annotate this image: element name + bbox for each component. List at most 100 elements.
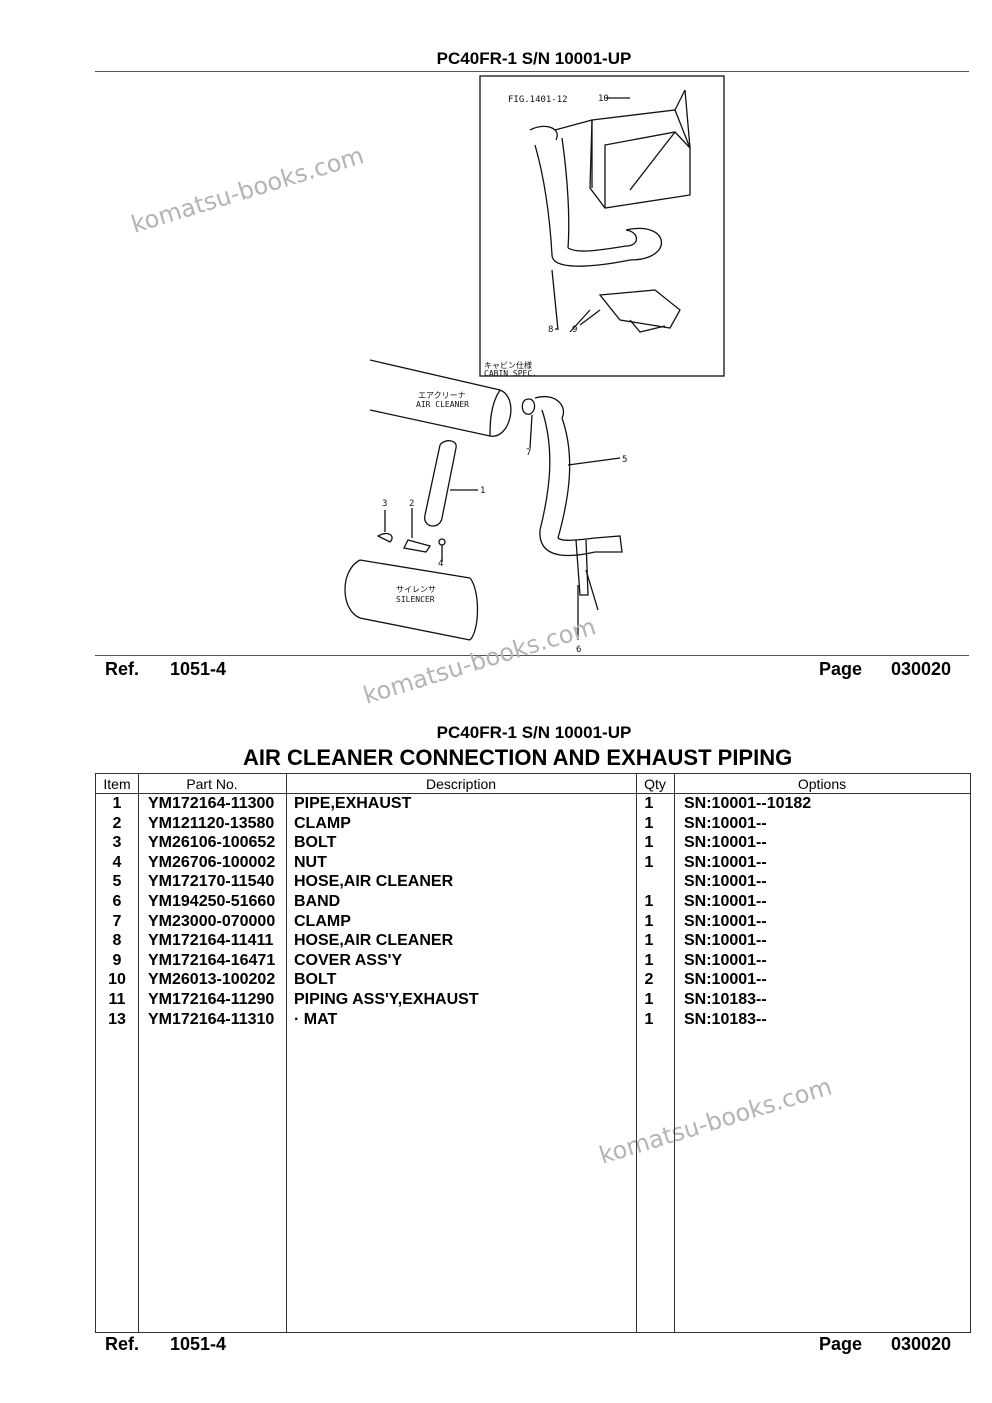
table-row: 4 YM26706-100002 NUT 1 SN:10001--: [96, 854, 970, 874]
header-part-no: Part No.: [186, 776, 238, 792]
row-options: SN:10001--: [684, 893, 767, 910]
row-description: CLAMP: [294, 814, 351, 832]
row-qty: 1: [644, 932, 654, 950]
cabin-inset-frame: [479, 75, 725, 377]
row-item: 7: [112, 912, 122, 930]
row-part-no: YM23000-070000: [148, 912, 276, 930]
callout-9: 9: [572, 325, 577, 335]
row-part-no: YM172164-11290: [148, 991, 275, 1008]
silencer-label: SILENCER: [396, 595, 435, 604]
row-description: HOSE,AIR CLEANER: [294, 873, 454, 891]
callout-7: 7: [526, 448, 531, 458]
row-part-no: YM26106-100652: [148, 834, 276, 852]
row-part-no: YM194250-51660: [148, 893, 276, 910]
row-part-no: YM172164-11300: [148, 795, 275, 812]
row-options: SN:10001--: [684, 912, 767, 930]
row-item: 9: [112, 951, 122, 969]
air-cleaner-label-jp: エアクリーナ: [418, 391, 466, 400]
row-description: BOLT: [294, 834, 337, 852]
row-part-no: YM172164-11310: [148, 1010, 275, 1028]
table-row: 2 YM121120-13580 CLAMP 1 SN:10001--: [96, 815, 970, 835]
row-qty: 1: [644, 912, 654, 930]
row-item: 4: [112, 853, 122, 871]
row-part-no: YM26013-100202: [148, 971, 276, 989]
row-qty: 1: [644, 893, 654, 910]
top-page-label: Page: [819, 659, 863, 679]
bottom-ref-value: 1051-4: [170, 1334, 227, 1354]
bolt-3: [376, 532, 393, 543]
bracket-9: [598, 289, 681, 329]
row-part-no: YM26706-100002: [148, 853, 276, 871]
row-options: SN:10001--: [684, 853, 767, 871]
row-part-no: YM121120-13580: [148, 814, 275, 832]
row-description: NUT: [294, 853, 327, 871]
top-model-title: PC40FR-1 S/N 10001-UP: [436, 49, 632, 68]
parts-diagram: FIG.1401-12 キャビン仕様 CABIN SPEC. エアクリーナ AI…: [344, 75, 725, 655]
row-description: PIPING ASS'Y,EXHAUST: [294, 991, 479, 1008]
callout-1: 1: [480, 486, 485, 496]
row-options: SN:10001--: [684, 873, 767, 891]
header-item: Item: [103, 776, 131, 792]
bottom-page-value: 030020: [891, 1334, 952, 1354]
silencer-body: [344, 559, 471, 641]
fig-ref-label: FIG.1401-12: [508, 95, 568, 105]
row-description: PIPE,EXHAUST: [294, 795, 412, 812]
row-part-no: YM172170-11540: [148, 873, 275, 891]
row-item: 6: [112, 893, 122, 910]
top-ref-value: 1051-4: [170, 659, 227, 679]
table-row: 8 YM172164-11411 HOSE,AIR CLEANER 1 SN:10001…: [96, 932, 970, 952]
bottom-ref-label: Ref.: [105, 1334, 140, 1354]
row-options: SN:10001--: [684, 951, 767, 969]
section-title: AIR CLEANER CONNECTION AND EXHAUST PIPIN…: [243, 745, 793, 770]
band-6: [575, 539, 589, 596]
row-part-no: YM172164-16471: [148, 951, 276, 969]
row-part-no: YM172164-11411: [148, 932, 274, 950]
row-item: 2: [112, 814, 122, 832]
air-cleaner-label: AIR CLEANER: [416, 400, 469, 409]
row-options: SN:10183--: [684, 991, 767, 1008]
row-options: SN:10001--: [684, 834, 767, 852]
row-qty: 1: [644, 814, 654, 832]
row-qty: 2: [644, 971, 654, 989]
callout-6: 6: [576, 645, 581, 655]
row-item: 8: [112, 932, 122, 950]
table-row: 1 YM172164-11300 PIPE,EXHAUST 1 SN:10001--10…: [96, 795, 970, 815]
cabin-label-jp: キャビン仕様: [484, 360, 532, 370]
clamp-7: [521, 398, 536, 415]
header-description: Description: [425, 776, 497, 792]
row-description: · MAT: [294, 1010, 338, 1028]
row-options: SN:10001--: [684, 932, 767, 950]
callout-10: 10: [598, 94, 609, 104]
clamp-2: [403, 539, 432, 553]
header-options: Options: [797, 776, 847, 792]
hose-5-end: [534, 395, 565, 419]
callout-3: 3: [382, 499, 387, 509]
callout-4: 4: [438, 559, 443, 569]
row-item: 13: [108, 1010, 126, 1028]
row-qty: 1: [644, 834, 654, 852]
row-qty: 1: [644, 951, 654, 969]
row-qty: 1: [644, 991, 654, 1008]
row-item: 10: [108, 971, 126, 989]
row-description: COVER ASS'Y: [294, 951, 403, 969]
table-row: 9 YM172164-16471 COVER ASS'Y 1 SN:10001--: [96, 952, 970, 972]
row-item: 1: [112, 795, 122, 812]
row-qty: 1: [644, 795, 654, 812]
row-qty: 1: [644, 853, 654, 871]
row-qty: 1: [644, 1010, 654, 1028]
top-footer-rule: [95, 655, 969, 656]
callout-5: 5: [622, 455, 627, 465]
callout-2: 2: [409, 499, 414, 509]
top-page-value: 030020: [891, 659, 952, 679]
row-options: SN:10001--: [684, 814, 767, 832]
row-description: HOSE,AIR CLEANER: [294, 932, 454, 950]
cabin-label: CABIN SPEC.: [484, 369, 537, 378]
row-options: SN:10001--10182: [684, 795, 812, 812]
bottom-page-label: Page: [819, 1334, 863, 1354]
